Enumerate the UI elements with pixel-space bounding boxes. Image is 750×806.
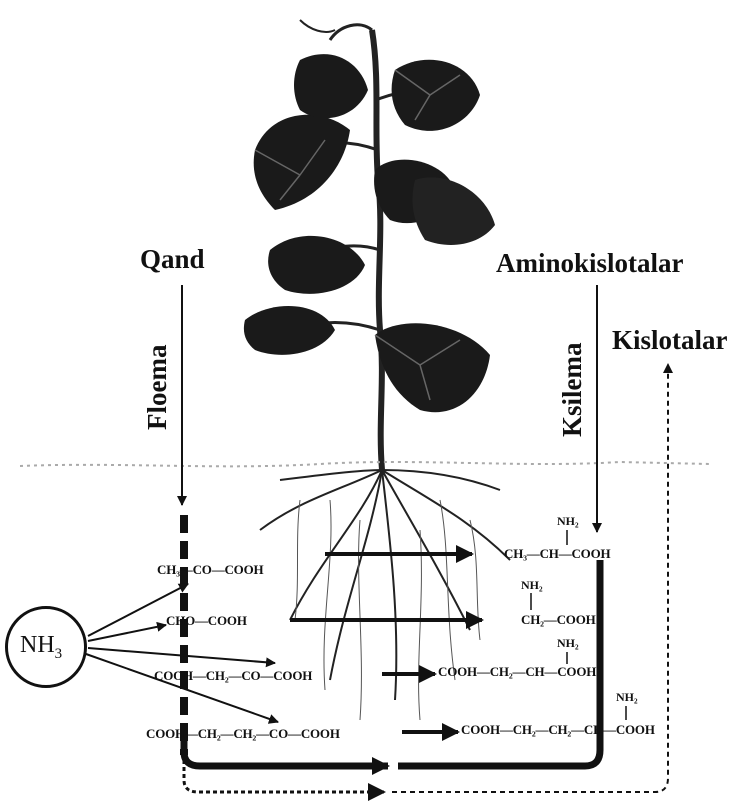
- compound-alanine: CH₃—CH—COOH: [504, 546, 610, 562]
- conversion-arrows: [290, 554, 482, 732]
- compound-ketoglutaric-acid: COOH—CH₂—CH₂—CO—COOH: [146, 726, 340, 742]
- label-qand: Qand: [140, 244, 205, 275]
- label-kislotalar: Kislotalar: [612, 325, 728, 356]
- compound-glyoxylic-acid: CHO—COOH: [166, 613, 247, 629]
- bottom-thick-arrow: [184, 740, 388, 766]
- compound-pyruvic-acid: CH₃—CO—COOH: [157, 562, 263, 578]
- compound-glutamic-acid: COOH—CH₂—CH₂—CH—COOH: [461, 722, 655, 738]
- amino-group-glutamic: NH₂: [616, 690, 638, 705]
- amino-group-aspartic: NH₂: [557, 636, 579, 651]
- label-ksilema: Ksilema: [557, 343, 588, 438]
- nh3-label: NH3: [20, 632, 62, 663]
- compound-aspartic-acid: COOH—CH₂—CH—COOH: [438, 664, 596, 680]
- label-floema: Floema: [142, 345, 173, 430]
- compound-glycine: CH₂—COOH: [521, 612, 596, 628]
- amino-group-alanine: NH₂: [557, 514, 579, 529]
- amino-group-glycine: NH₂: [521, 578, 543, 593]
- label-aminokislotalar: Aminokislotalar: [496, 248, 684, 279]
- plant-illustration: [20, 20, 710, 720]
- compound-oxaloacetic-acid: COOH—CH₂—CO—COOH: [154, 668, 312, 684]
